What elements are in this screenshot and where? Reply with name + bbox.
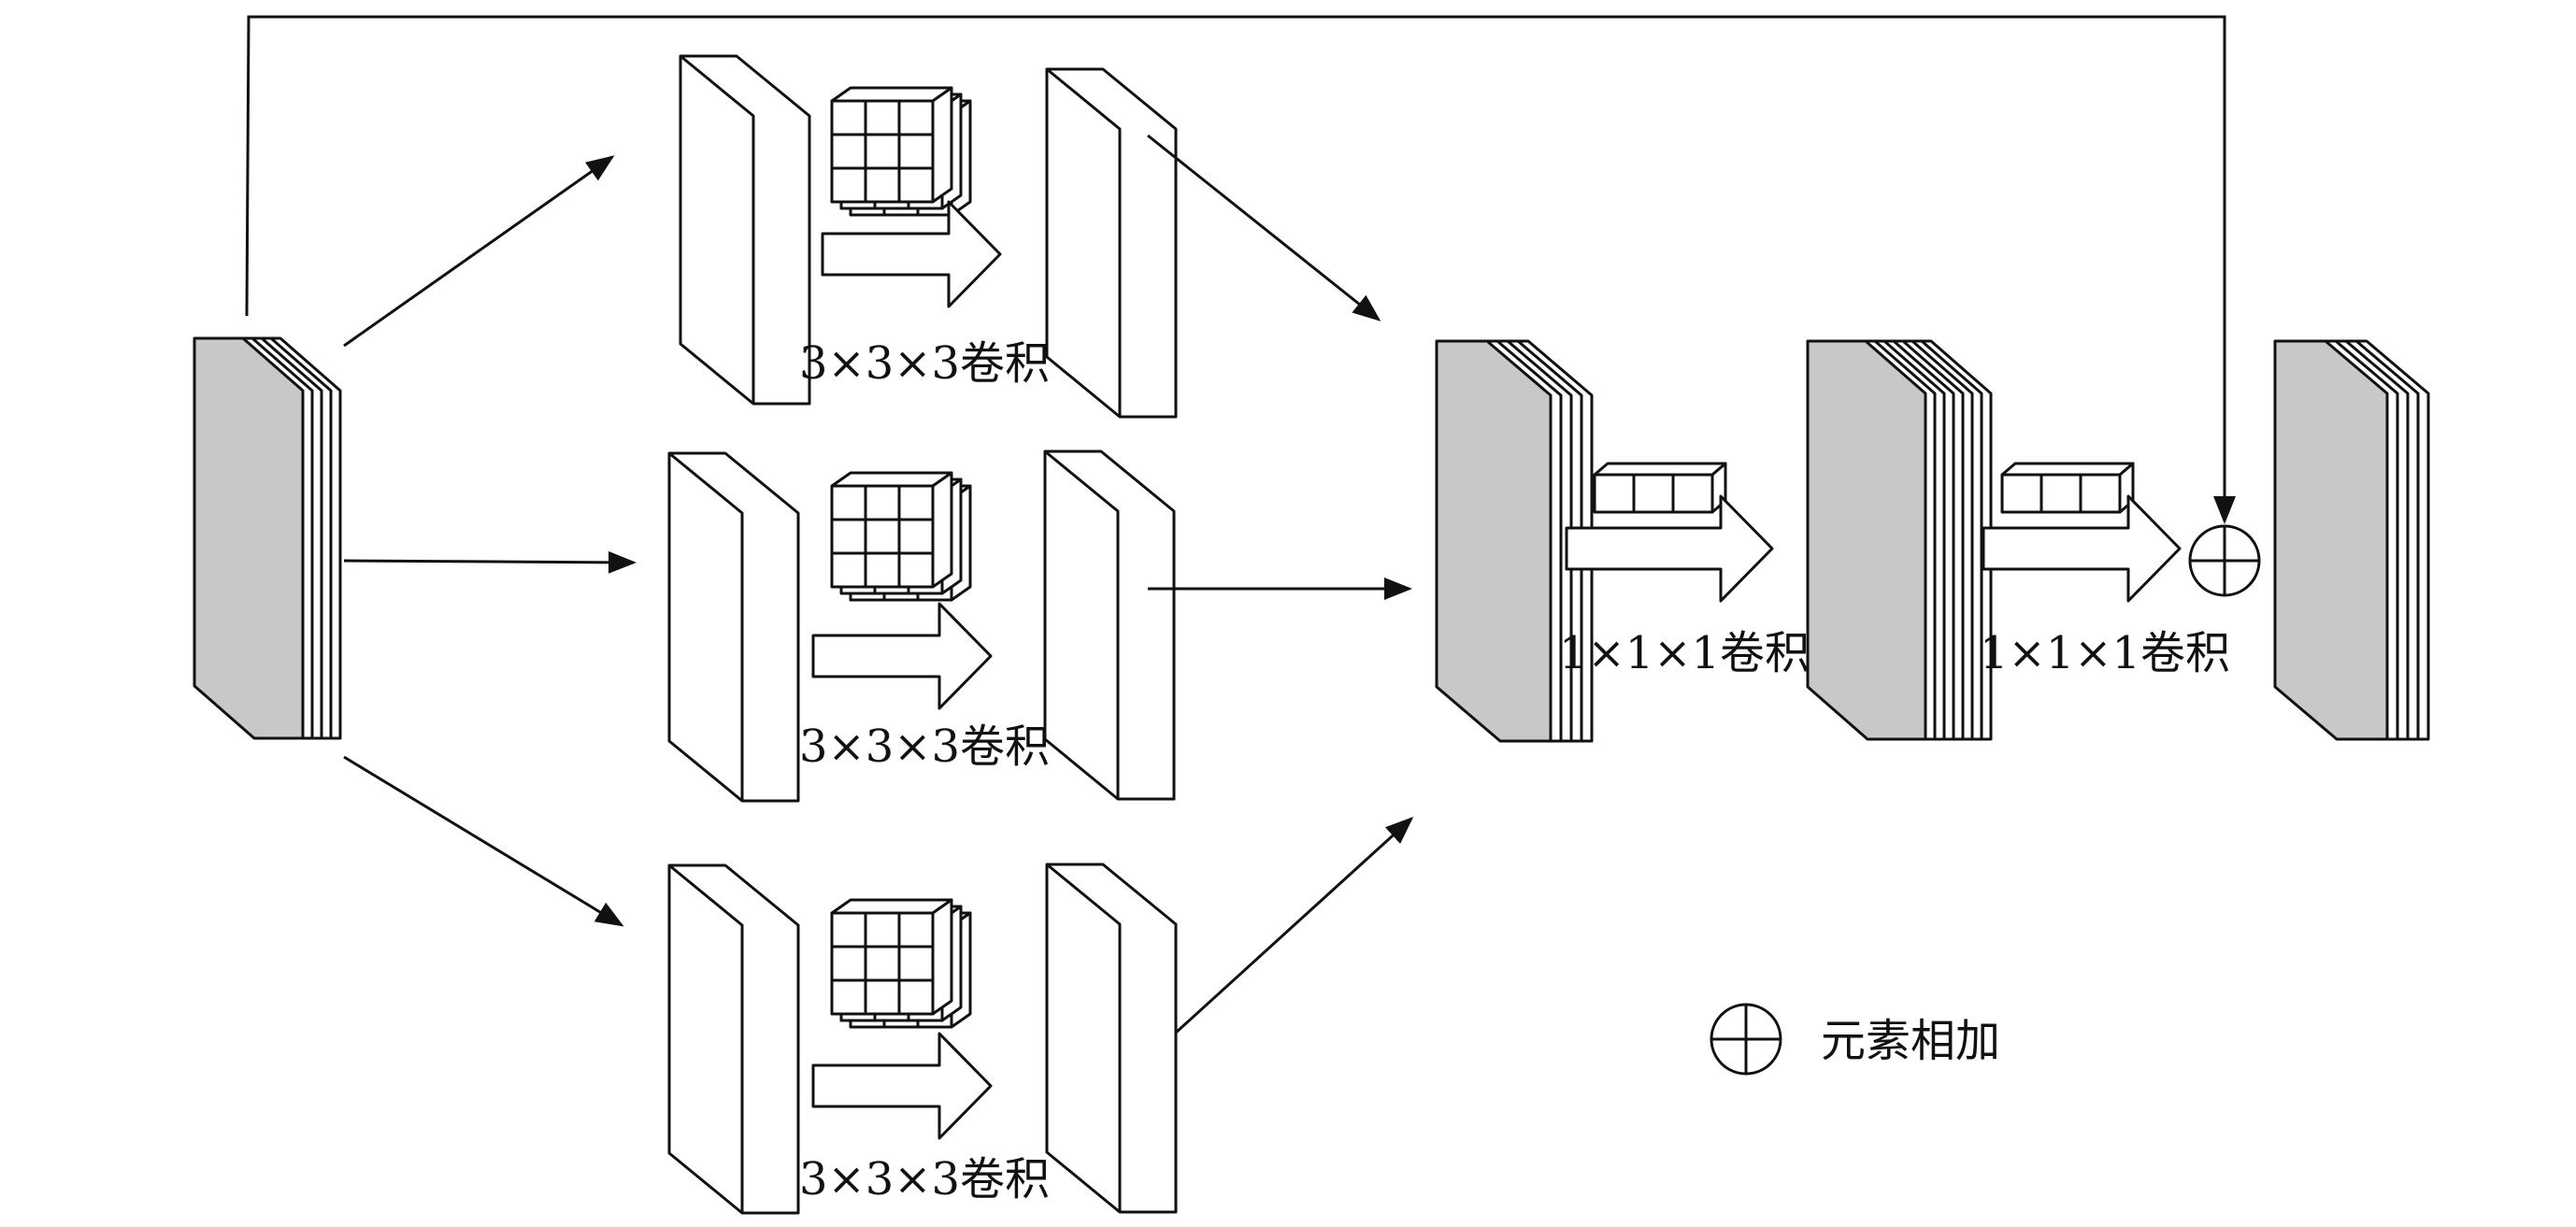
kernel-cell (830, 99, 867, 136)
label-conv-3x3x3-bottom: 3×3×3卷积 (799, 1153, 1051, 1206)
hollow-arrow (821, 200, 1002, 308)
arrow-input-to-top (343, 155, 615, 348)
bar-top (2000, 462, 2135, 477)
conv-arrow-middle (811, 602, 993, 710)
kernel-3x3x3-bottom (830, 898, 972, 1029)
slab-body (679, 54, 811, 406)
kernel-cell (897, 518, 935, 555)
kernel-cell (864, 166, 901, 204)
branch-bot-slab-in (667, 863, 800, 1215)
arrow-input-to-bottom (343, 755, 624, 927)
label-conv-1x1x1-second: 1×1×1卷积 (1980, 627, 2231, 679)
kernel-cell (897, 911, 935, 949)
label-conv-3x3x3-middle: 3×3×3卷积 (799, 721, 1051, 773)
kernel-side (931, 471, 953, 589)
kernel-cell (830, 551, 867, 589)
slab-edge (1046, 67, 1122, 417)
kernel-side (931, 898, 953, 1016)
branch-top-slab-out (1045, 67, 1178, 419)
kernel-cell (897, 133, 935, 170)
kernel-cell (864, 518, 901, 555)
conv-arrow-top (821, 200, 1002, 308)
branch-mid-slab-in (667, 451, 800, 803)
kernel-cell (864, 911, 901, 949)
slab-body (667, 863, 800, 1215)
conv-arrow-bottom (811, 1032, 993, 1140)
slab-edge (668, 451, 744, 801)
label-conv-3x3x3-top: 3×3×3卷积 (799, 337, 1051, 390)
kernel-1x1x1-second (2000, 462, 2135, 514)
kernel-cell (897, 978, 935, 1016)
kernel-cell (864, 99, 901, 136)
kernel-cell (897, 166, 935, 204)
kernel-cell (830, 133, 867, 170)
conv-arrow-1x1x1-first (1565, 494, 1774, 603)
kernel-cell (864, 551, 901, 589)
kernel-3x3x3-top (830, 86, 972, 217)
branch-bot-slab-out (1045, 863, 1178, 1214)
block-front-face (193, 336, 305, 740)
slab-edge (1046, 863, 1122, 1212)
input-feature-block (193, 336, 342, 740)
kernel-cell (897, 99, 935, 136)
bar-cell (2079, 473, 2122, 514)
arrow-top-to-concat (1147, 134, 1381, 321)
block-front-face (1806, 339, 1927, 741)
bar-cell (2039, 473, 2082, 514)
bar-cell (2000, 473, 2043, 514)
kernel-cell (864, 978, 901, 1016)
kernel-cell (830, 518, 867, 555)
kernel-cell (864, 945, 901, 982)
slab-body (1045, 67, 1178, 419)
expanded-feature-block (1806, 339, 1993, 741)
slab-body (1045, 863, 1178, 1214)
kernel-cell (830, 978, 867, 1016)
kernel-cell (864, 484, 901, 521)
hollow-arrow (1565, 494, 1774, 603)
concat-feature-block (1435, 339, 1594, 743)
bar-top (1593, 462, 1727, 477)
conv-arrow-1x1x1-second (1982, 494, 2182, 603)
block-front-face (2273, 339, 2389, 741)
hollow-arrow (811, 602, 993, 710)
bar-cell (1671, 473, 1714, 514)
legend-add-symbol (1710, 1003, 1782, 1076)
legend-label-element-add: 元素相加 (1821, 1015, 2001, 1067)
kernel-cell (897, 551, 935, 589)
kernel-3x3x3-middle (830, 471, 972, 602)
slab-body (1043, 449, 1176, 801)
kernel-cell (830, 945, 867, 982)
slab-edge (668, 863, 744, 1213)
arrow-bottom-to-concat (1174, 816, 1414, 1034)
slab-edge (1044, 449, 1120, 799)
branch-mid-slab-out (1043, 449, 1176, 801)
slab-body (667, 451, 800, 803)
kernel-cell (830, 166, 867, 204)
skip-connection-arrow (245, 15, 2236, 524)
bar-cell (1632, 473, 1675, 514)
kernel-1x1x1-first (1593, 462, 1727, 514)
bar-cell (1593, 473, 1636, 514)
kernel-side (931, 86, 953, 204)
kernel-cell (830, 911, 867, 949)
kernel-cell (897, 484, 935, 521)
hollow-arrow (1982, 494, 2182, 603)
kernel-cell (897, 945, 935, 982)
block-front-face (1435, 339, 1553, 743)
label-conv-1x1x1-first: 1×1×1卷积 (1559, 627, 1810, 679)
kernel-cell (864, 133, 901, 170)
element-add-symbol (2188, 524, 2261, 597)
arrow-input-to-middle (343, 550, 637, 574)
output-feature-block (2273, 339, 2430, 741)
branch-top-slab-in (679, 54, 811, 406)
hollow-arrow (811, 1032, 993, 1140)
kernel-cell (830, 484, 867, 521)
slab-edge (680, 54, 755, 404)
